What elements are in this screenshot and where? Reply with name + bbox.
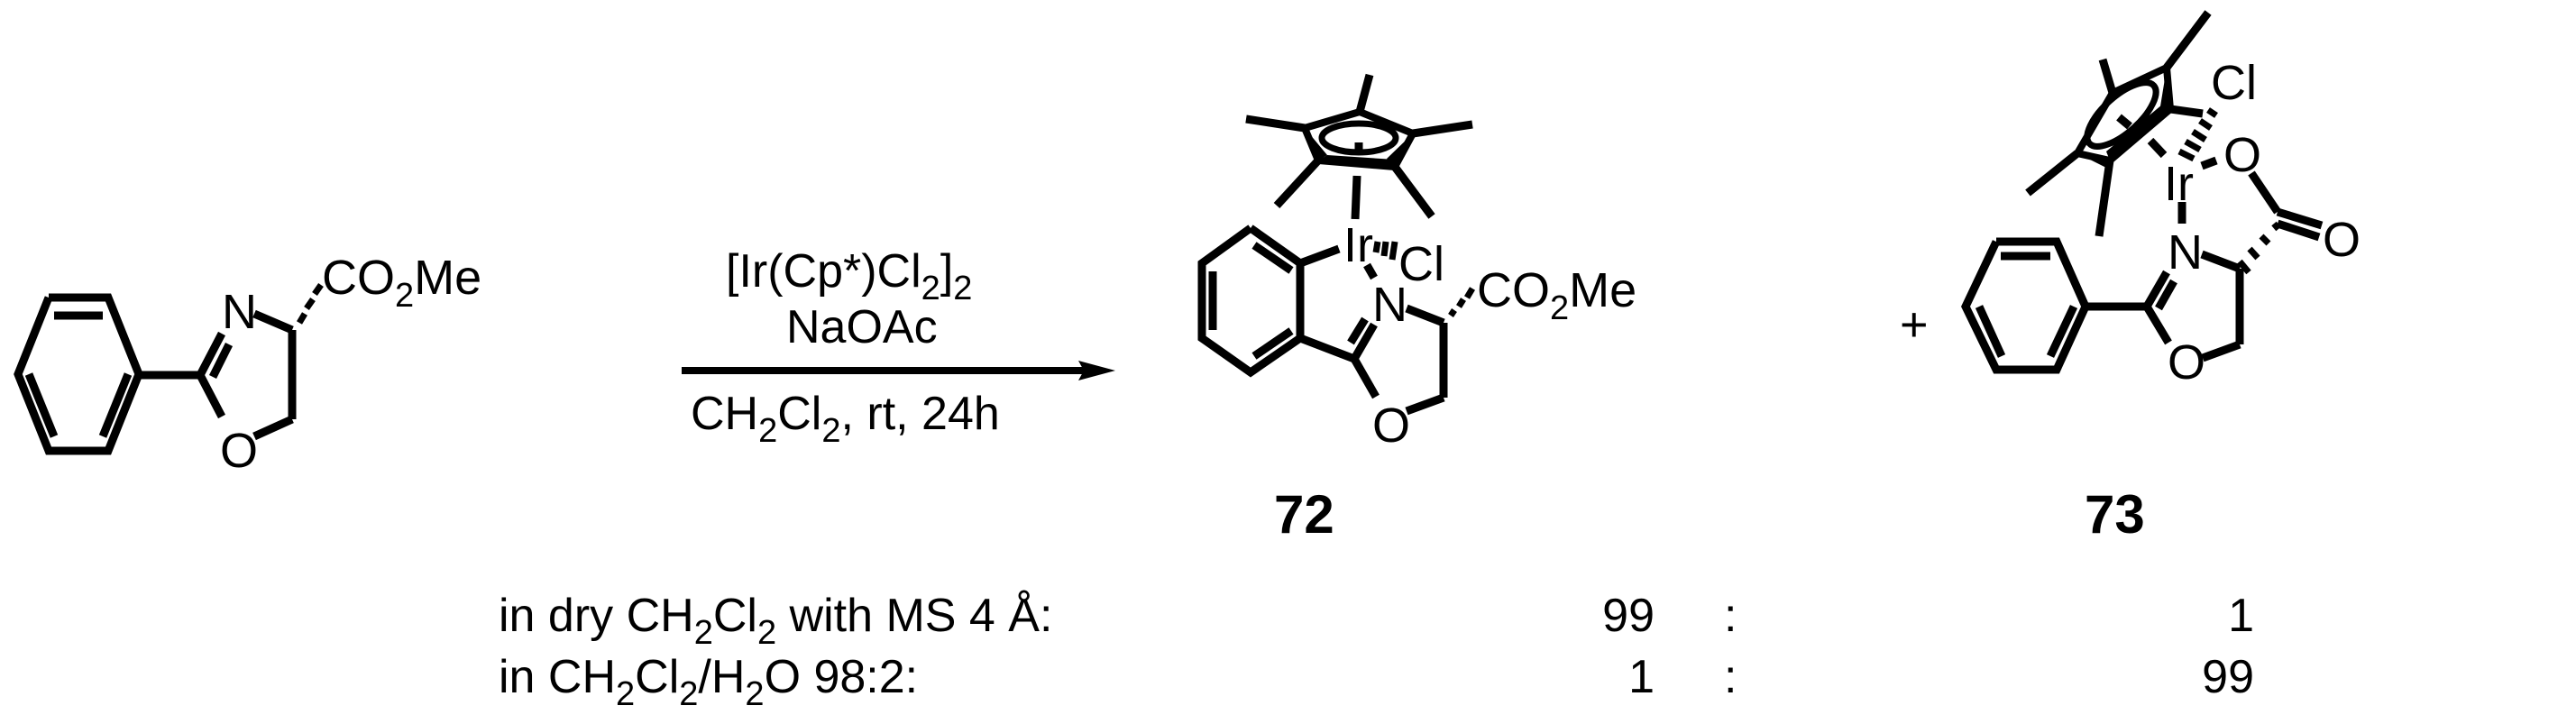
- atom-o: O: [220, 424, 258, 478]
- ratio-73-row-1: 1: [2228, 590, 2254, 642]
- metallated-phenyl-ring: [1197, 225, 1305, 378]
- phenyl-ring: [1961, 237, 2090, 374]
- hashed-bond: [296, 282, 324, 325]
- ratio-table: in dry CH2Cl2 with MS 4 Å: 99 : 1 in CH2…: [499, 590, 2254, 713]
- atom-o-ring: O: [2223, 128, 2261, 182]
- substituent-co2me: CO2Me: [322, 251, 481, 315]
- reaction-conditions: CH2Cl2, rt, 24h: [691, 388, 1000, 450]
- starting-material-structure: N O CO2Me: [14, 251, 481, 478]
- atom-cl: Cl: [1398, 237, 1444, 291]
- ratio-72-row-2: 1: [1628, 651, 1655, 703]
- phenyl-ring: [14, 293, 143, 455]
- condition-row-1: in dry CH2Cl2 with MS 4 Å:: [499, 590, 1052, 652]
- compound-label-72: 72: [1274, 484, 1334, 545]
- reaction-arrow-group: [Ir(Cp*)Cl2]2 NaOAc CH2Cl2, rt, 24h: [682, 245, 1115, 450]
- product-73-structure: Ir Cl O O N O 73: [1961, 10, 2361, 545]
- cp-star-ligand: [1245, 73, 1473, 220]
- atom-cl: Cl: [2211, 56, 2257, 110]
- condition-row-2: in CH2Cl2/H2O 98:2:: [499, 651, 918, 713]
- atom-n: N: [1372, 278, 1407, 332]
- ratio-separator-row-2: :: [1724, 651, 1737, 703]
- atom-o-carbonyl: O: [2323, 213, 2361, 267]
- reagent-catalyst: [Ir(Cp*)Cl2]2: [726, 245, 972, 307]
- reagent-base: NaOAc: [786, 301, 938, 353]
- atom-n: N: [2168, 225, 2203, 280]
- product-72-structure: Ir Cl N O CO2Me 72: [1197, 73, 1636, 545]
- atom-ir: Ir: [1343, 218, 1373, 272]
- ratio-separator-row-1: :: [1724, 590, 1737, 642]
- plus-sign: +: [1900, 298, 1929, 352]
- cp-star-ligand: [2025, 10, 2212, 237]
- ratio-72-row-1: 99: [1602, 590, 1655, 642]
- atom-o: O: [2168, 335, 2205, 389]
- compound-label-73: 73: [2085, 484, 2145, 545]
- atom-ir: Ir: [2164, 157, 2194, 211]
- ratio-73-row-2: 99: [2202, 651, 2254, 703]
- atom-o: O: [1372, 399, 1410, 453]
- substituent-co2me: CO2Me: [1477, 263, 1636, 327]
- atom-n: N: [222, 285, 257, 339]
- arrow-head-icon: [1078, 361, 1115, 380]
